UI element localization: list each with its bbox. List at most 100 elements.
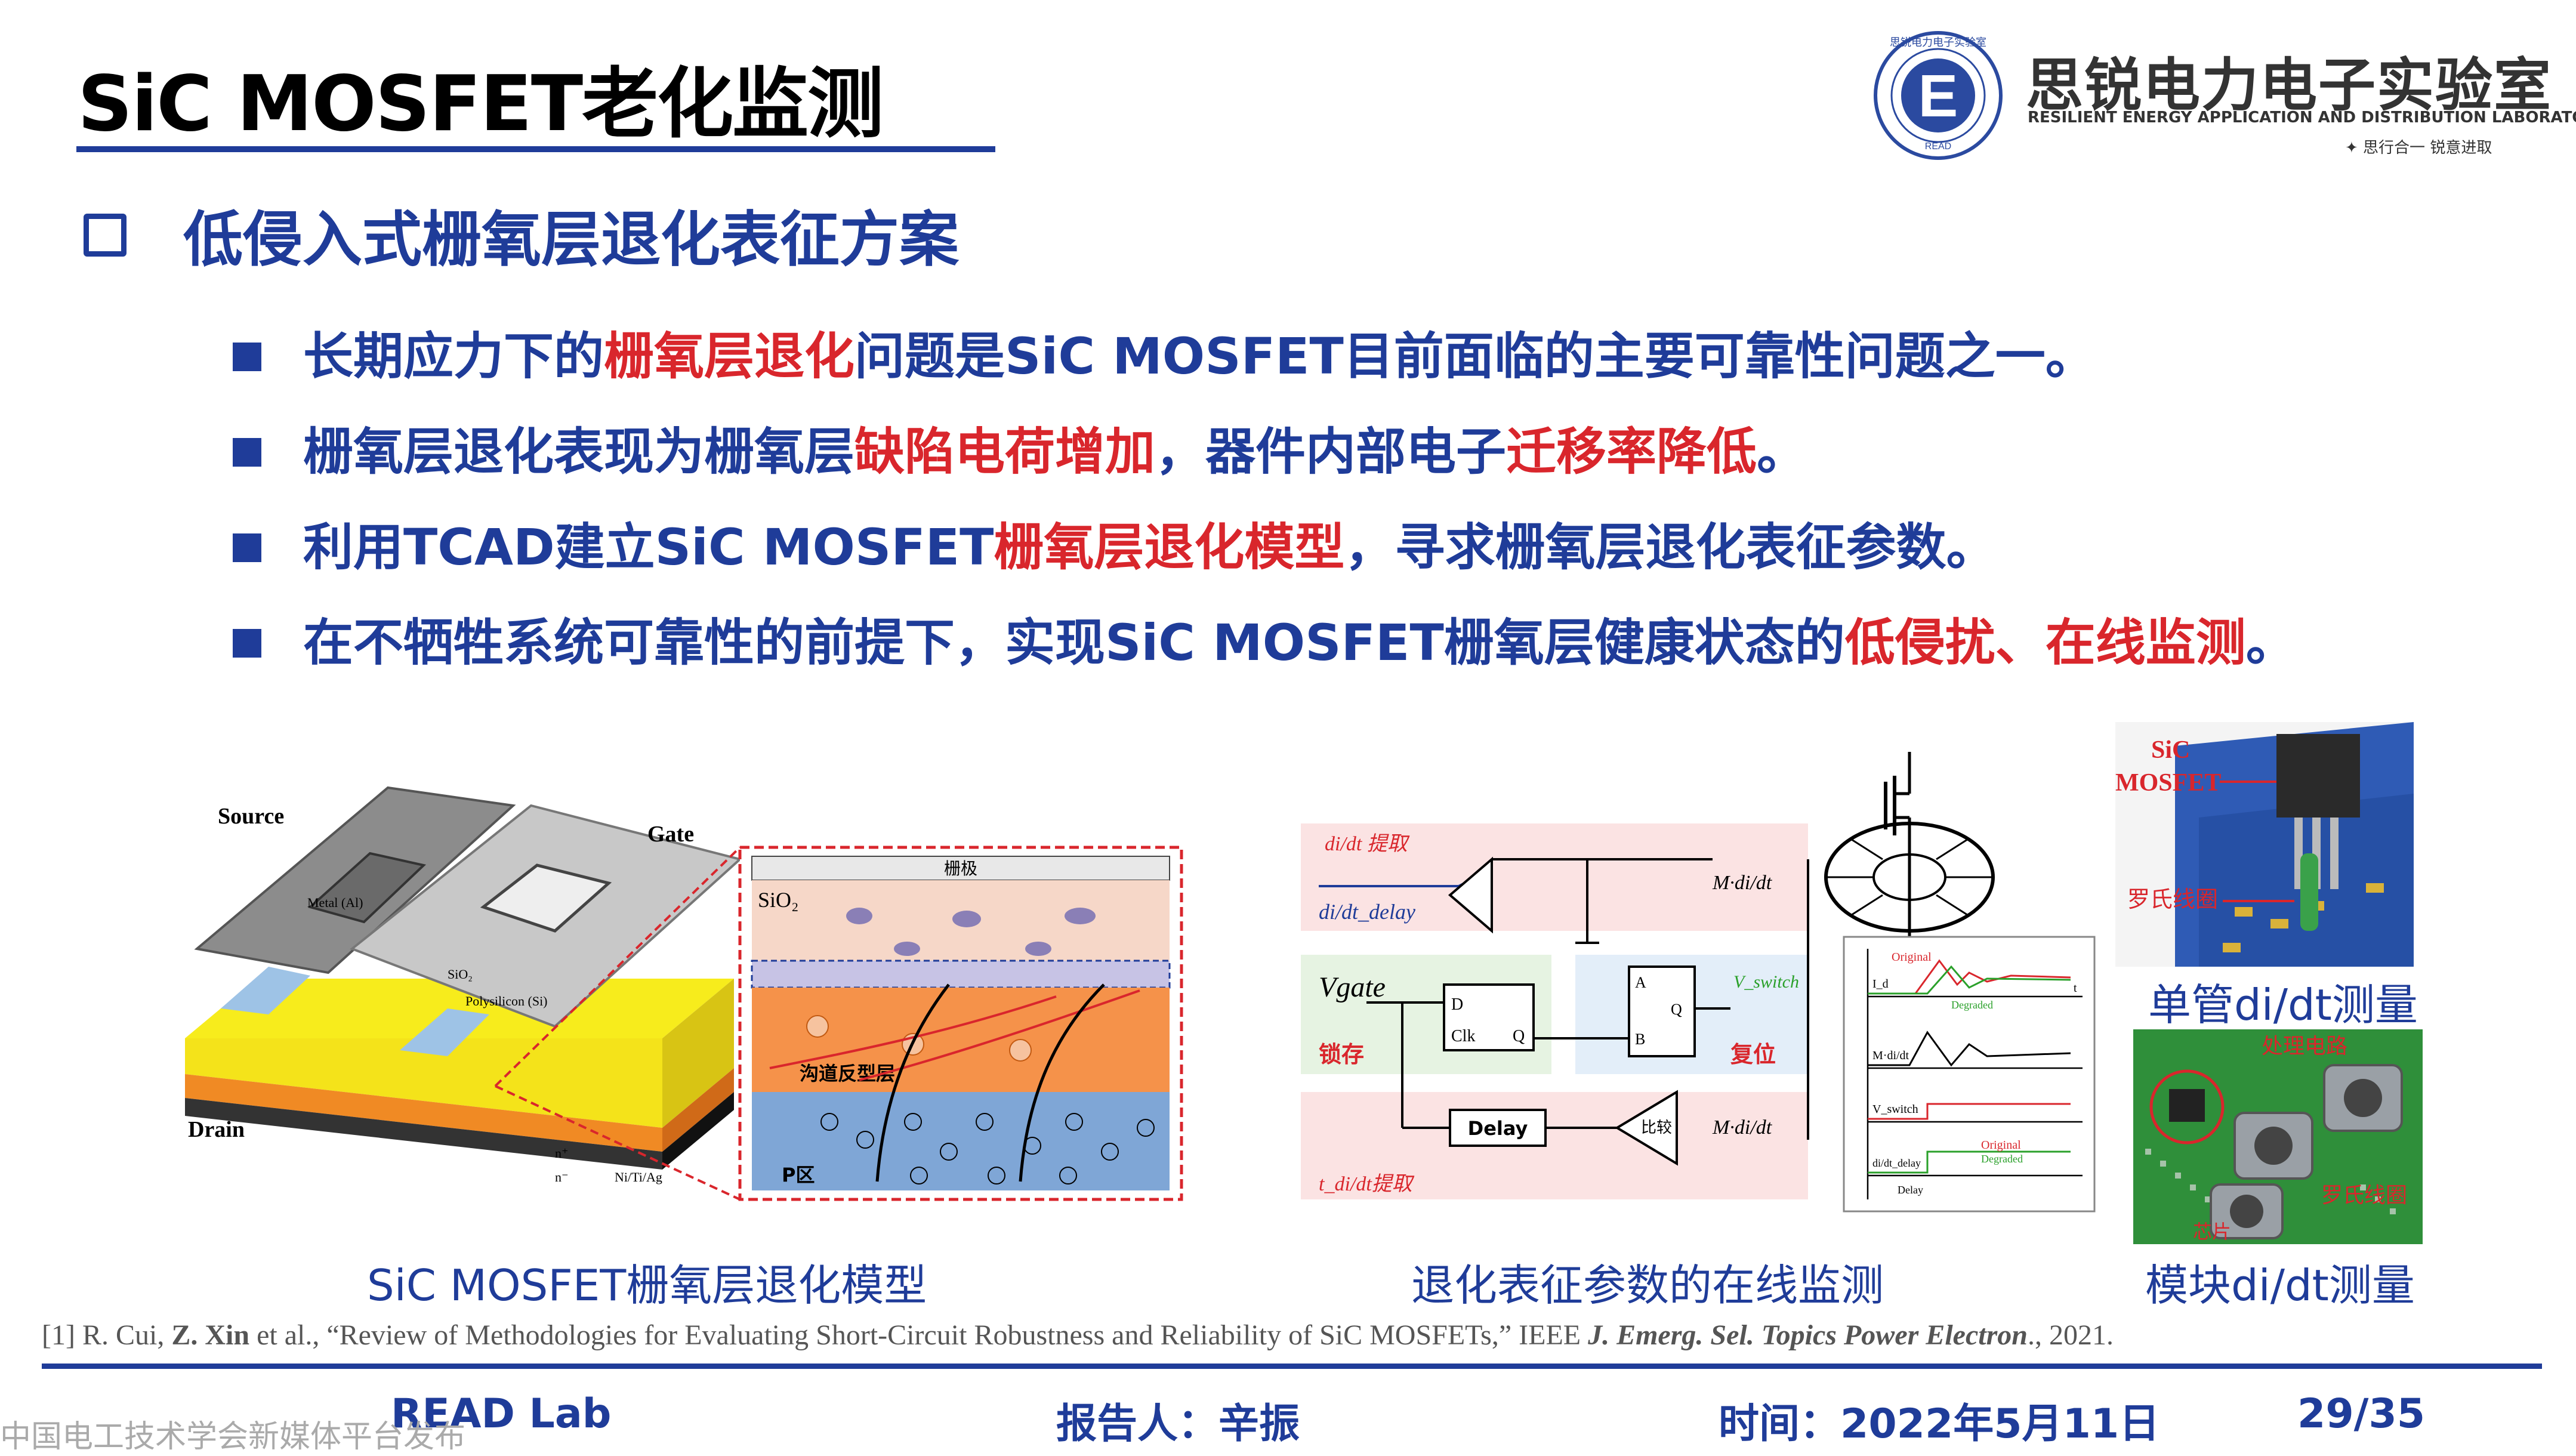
label-n-minus: n⁻ — [555, 1170, 569, 1184]
page-title: SiC MOSFET老化监测 — [78, 60, 884, 149]
square-bullet-icon — [233, 438, 261, 467]
svg-text:A: A — [1635, 974, 1646, 991]
epi-layer-front — [185, 1038, 662, 1128]
n-well-left — [221, 967, 310, 1014]
label-n-plus: n⁺ — [555, 1146, 569, 1161]
emblem-center: E — [1918, 63, 1958, 129]
footer-lab: READ Lab — [391, 1390, 612, 1438]
photo2-label-coil: 罗氏线圈 — [2321, 1183, 2407, 1208]
inset-gate-layer — [751, 856, 1170, 881]
label-polysilicon: Polysilicon (Si) — [465, 994, 548, 1008]
footer-reporter: 报告人：辛振 — [1056, 1401, 1300, 1448]
processing-chip — [2169, 1089, 2205, 1122]
reference: [1] R. Cui, Z. Xin et al., “Review of Me… — [42, 1319, 2114, 1351]
photo1-label-mosfet: MOSFET — [2115, 769, 2221, 797]
label-delay: Delay — [1468, 1117, 1528, 1140]
photo2-label-circuit: 处理电路 — [2262, 1034, 2347, 1059]
svg-text:t: t — [2074, 982, 2077, 995]
emblem-ring-text: 思锐电力电子实验室 — [1890, 36, 1986, 49]
svg-text:I_d: I_d — [1872, 977, 1889, 991]
footer-divider — [42, 1364, 2542, 1369]
substrate-side — [662, 1068, 734, 1152]
inset-sio2-label: SiO₂ — [758, 888, 799, 912]
watermark: 中国电工技术学会新媒体平台发布 — [0, 1419, 466, 1455]
svg-text:di/dt_delay: di/dt_delay — [1872, 1157, 1921, 1169]
monitoring-circuit-figure: di/dt 提取 di/dt_delay M·di/dt Vgate 锁存 复位… — [1301, 752, 2096, 1213]
label-didt-extract: di/dt 提取 — [1325, 833, 1410, 855]
label-metal: Metal (Al) — [307, 895, 363, 910]
square-bullet-icon — [233, 533, 261, 562]
svg-text:Q: Q — [1671, 1001, 1682, 1018]
svg-text:Clk: Clk — [1451, 1027, 1475, 1045]
delay-zone — [1301, 1092, 1808, 1199]
label-vswitch: V_switch — [1733, 972, 1799, 992]
svg-text:B: B — [1635, 1031, 1645, 1048]
epi-layer-side — [662, 979, 734, 1128]
drain-contact — [185, 1098, 662, 1170]
label-latch: 锁存 — [1319, 1041, 1364, 1068]
substrate-layer — [185, 1074, 662, 1152]
module-photo: 处理电路 罗氏线圈 芯片 — [2133, 1029, 2423, 1244]
lab-name-cn: 思锐电力电子实验室 — [2026, 52, 2552, 119]
svg-text:D: D — [1451, 995, 1463, 1014]
n-well-right — [400, 1008, 489, 1056]
source-window — [307, 852, 427, 924]
svg-text:Q: Q — [1513, 1027, 1525, 1045]
svg-text:Delay: Delay — [1898, 1184, 1923, 1196]
gate-window — [480, 863, 612, 933]
section-heading: 低侵入式栅氧层退化表征方案 — [84, 191, 959, 277]
label-mdidt-top: M·di/dt — [1712, 872, 1773, 894]
bullet-4: 在不牺牲系统可靠性的前提下，实现SiC MOSFET栅氧层健康状态的低侵扰、在线… — [233, 603, 2296, 675]
bullet-1: 长期应力下的栅氧层退化问题是SiC MOSFET目前面临的主要可靠性问题之一。 — [233, 316, 2096, 388]
inset-p-region — [752, 1092, 1170, 1190]
label-drain: Drain — [188, 1117, 245, 1142]
inset-p-label: P区 — [782, 1164, 815, 1186]
label-compare: 比较 — [1641, 1119, 1672, 1137]
emblem-tag: READ — [1925, 141, 1951, 152]
checkbox-icon — [84, 214, 127, 257]
photo2-label-chip: 芯片 — [2193, 1220, 2231, 1243]
photo1-label-coil: 罗氏线圈 — [2127, 886, 2218, 912]
svg-text:Original: Original — [1892, 951, 1932, 964]
drain-contact-side — [662, 1092, 734, 1170]
label-vgate: Vgate — [1319, 971, 1386, 1003]
epi-layer-top — [185, 979, 734, 1038]
svg-text:V_switch: V_switch — [1872, 1103, 1918, 1116]
and-gate — [1628, 965, 1696, 1057]
waveform-panel — [1843, 936, 2096, 1213]
bullet-2: 栅氧层退化表现为栅氧层缺陷电荷增加，器件内部电子迁移率降低。 — [233, 412, 1807, 484]
lab-logo: E READ 思锐电力电子实验室 思锐电力电子实验室 RESILIENT ENE… — [1868, 27, 2576, 164]
mosfet-package — [2276, 734, 2360, 818]
page-number: 29/35 — [2297, 1390, 2426, 1438]
lab-emblem-icon: E READ 思锐电力电子实验室 — [1874, 31, 2003, 160]
interface-trap-layer — [751, 960, 1171, 989]
label-sio2: SiO₂ — [448, 967, 473, 982]
label-mdidt-bottom: M·di/dt — [1712, 1116, 1773, 1139]
photo2-caption: 模块di/dt测量 — [2145, 1260, 2415, 1310]
footer-date: 时间：2022年5月11日 — [1719, 1401, 2160, 1448]
mosfet-structure-figure: Source Gate Drain Metal (Al) SiO₂ Polysi… — [185, 786, 1183, 1201]
label-t-extract: t_di/dt提取 — [1319, 1173, 1415, 1195]
label-gate: Gate — [647, 822, 694, 847]
lab-motto: ✦ 思行合一 锐意进取 — [2345, 139, 2492, 157]
extract-zone — [1301, 823, 1808, 931]
inset-gate-label: 栅极 — [944, 859, 977, 878]
label-reset: 复位 — [1730, 1041, 1776, 1068]
lab-name-en: RESILIENT ENERGY APPLICATION AND DISTRIB… — [2028, 109, 2576, 127]
title-underline — [76, 146, 995, 152]
figure2-caption: 退化表征参数的在线监测 — [1411, 1260, 1884, 1310]
d-flipflop — [1443, 983, 1535, 1051]
label-didt-delay: di/dt_delay — [1319, 900, 1415, 924]
single-device-photo: SiC MOSFET 罗氏线圈 — [2115, 722, 2414, 967]
svg-text:Degraded: Degraded — [1951, 999, 1993, 1011]
photo1-caption: 单管di/dt测量 — [2148, 980, 2418, 1030]
figure1-caption: SiC MOSFET栅氧层退化模型 — [367, 1260, 927, 1310]
label-source: Source — [218, 804, 284, 829]
square-bullet-icon — [233, 343, 261, 371]
square-bullet-icon — [233, 629, 261, 658]
photo1-label-sic: SiC — [2151, 736, 2190, 764]
rogowski-coil-photo — [2300, 853, 2318, 931]
label-contact: Ni/Ti/Ag — [615, 1170, 662, 1184]
svg-text:Degraded: Degraded — [1981, 1153, 2023, 1165]
svg-text:M·di/dt: M·di/dt — [1872, 1049, 1909, 1062]
